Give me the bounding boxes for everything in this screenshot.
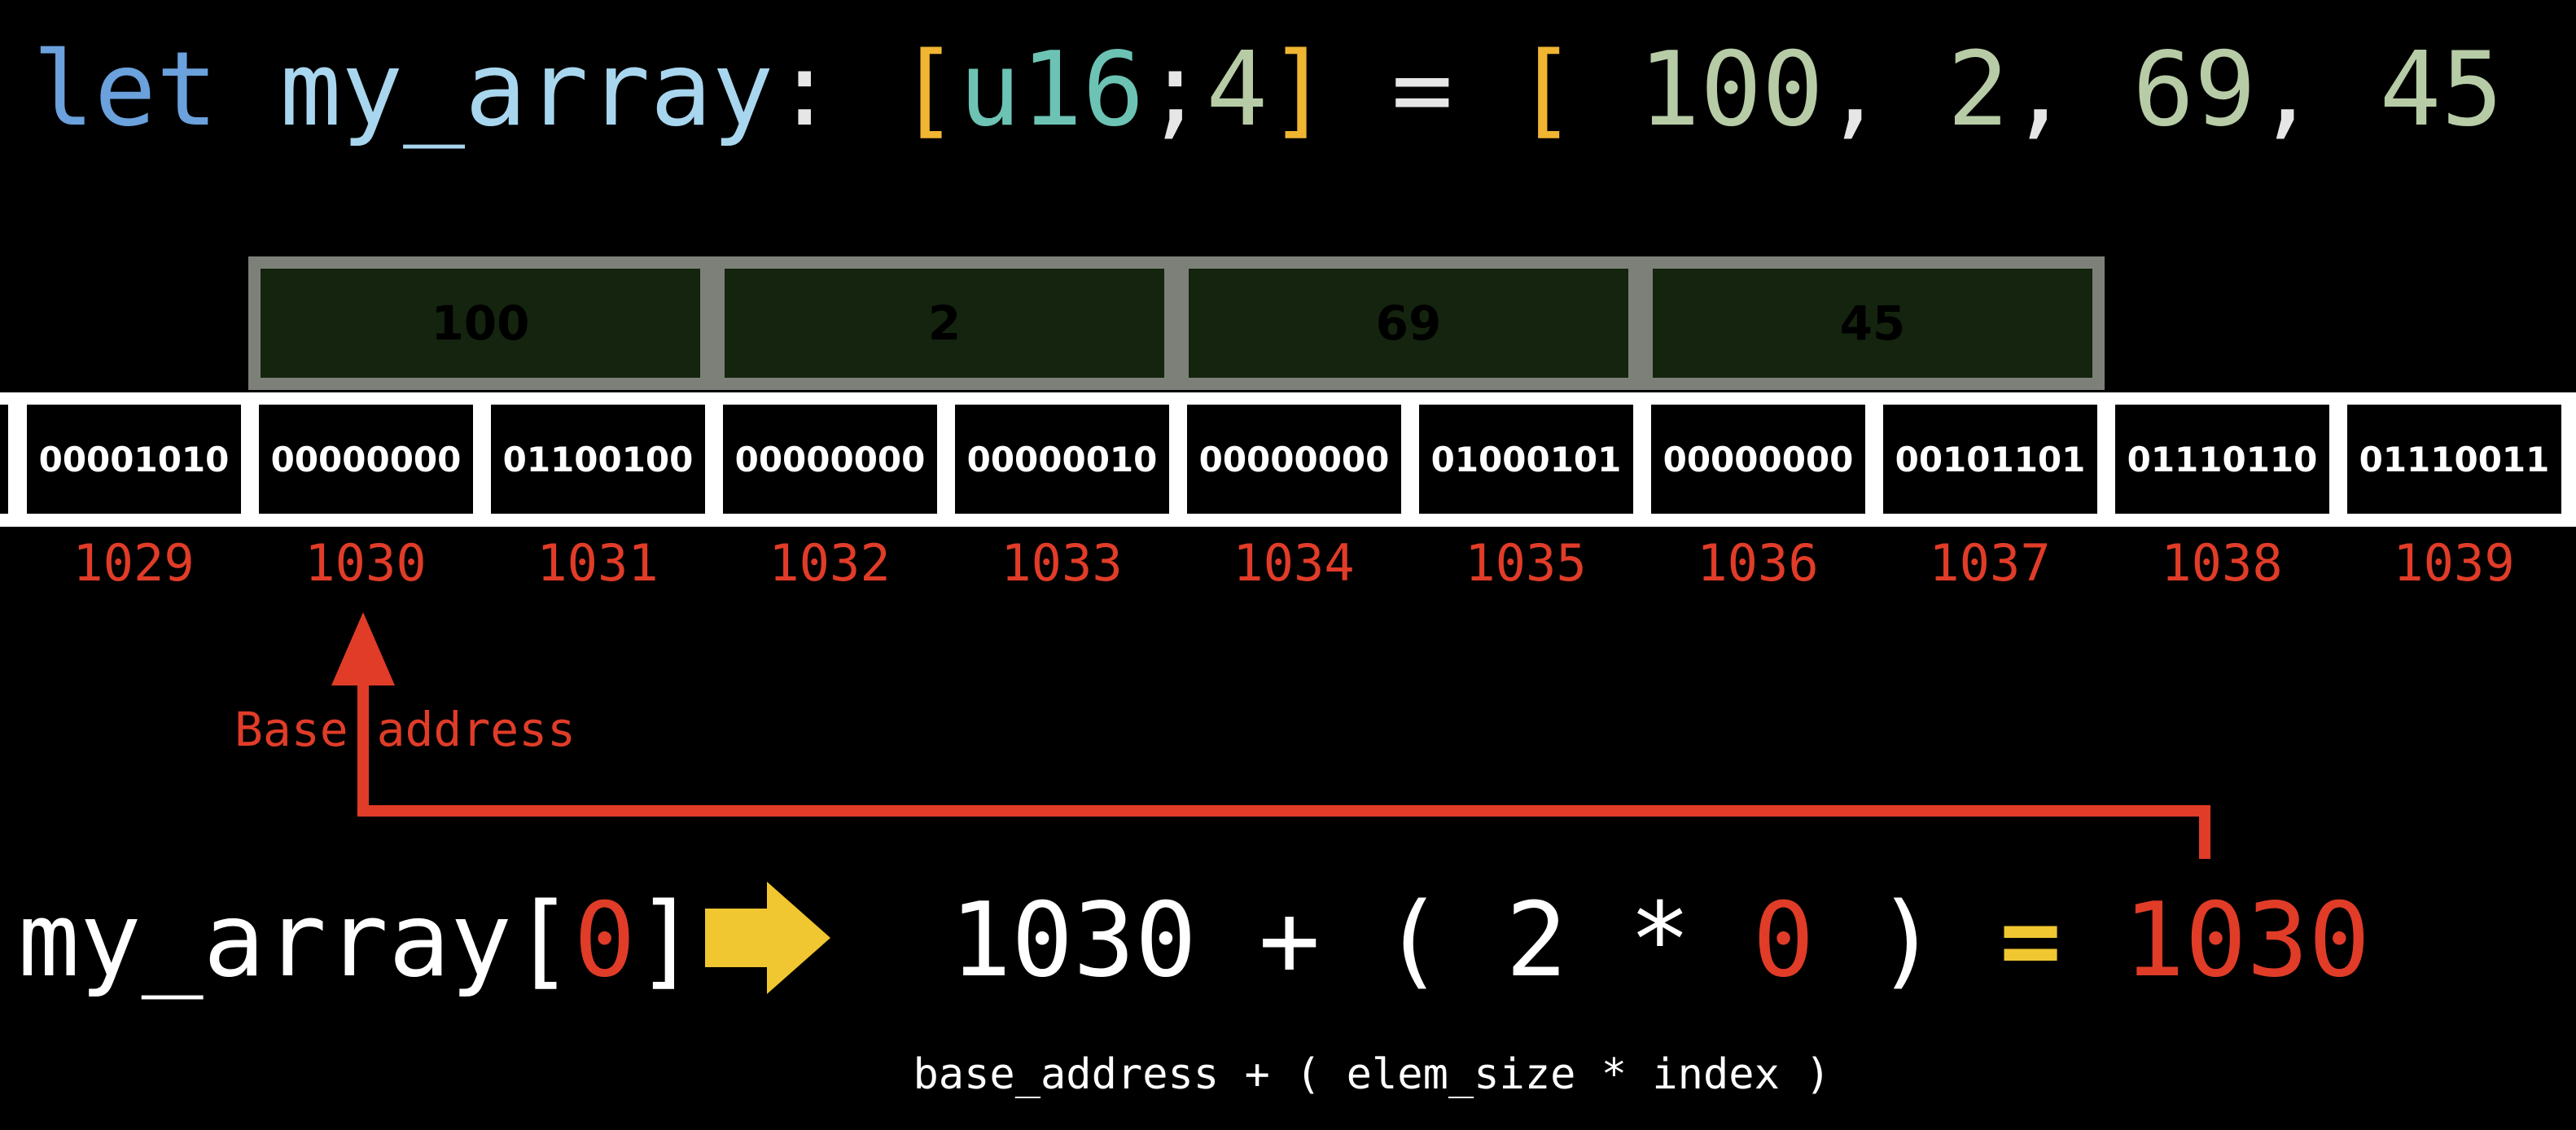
value-separator: ,: [2255, 29, 2318, 149]
value-separator: ,: [2009, 29, 2071, 149]
memory-byte-1035: 01000101: [1419, 405, 1633, 514]
value-3: 45: [2379, 29, 2504, 149]
expr-elem-size: 2: [1505, 880, 1568, 1000]
type-colon: :: [773, 29, 836, 149]
base-address-label: Base address: [234, 702, 576, 757]
element-type: u16: [958, 29, 1145, 149]
memory-byte-1032: 00000000: [723, 405, 937, 514]
array-element-0: 100: [248, 256, 712, 390]
memory-byte-1033: 00000010: [955, 405, 1169, 514]
memory-byte-1031: 01100100: [491, 405, 705, 514]
address-label-1036: 1036: [1697, 533, 1819, 593]
address-label-1034: 1034: [1233, 533, 1355, 593]
address-label-1029: 1029: [72, 533, 195, 593]
expr-close-paren: ): [1876, 880, 1939, 1000]
base-address-arrowhead-icon: [331, 612, 395, 685]
assign-equals: =: [1391, 29, 1453, 149]
array-element-2: 69: [1176, 256, 1641, 390]
memory-byte-1036: 00000000: [1651, 405, 1865, 514]
address-label-1030: 1030: [304, 533, 427, 593]
value-1: 2: [1947, 29, 2009, 149]
address-label-1033: 1033: [1001, 533, 1123, 593]
yellow-right-arrow-icon: [705, 882, 830, 994]
memory-byte-1034: 00000000: [1187, 405, 1401, 514]
base-address-connector-arrow: [357, 676, 2210, 859]
memory-byte-1030: 00000000: [259, 405, 473, 514]
array-length: 4: [1206, 29, 1268, 149]
memory-byte-1037: 00101101: [1883, 405, 2097, 514]
expr-times: *: [1628, 880, 1691, 1000]
memory-cell-partial: [0, 405, 8, 514]
expr-open-paren: (: [1382, 880, 1444, 1000]
memory-byte-1029: 00001010: [27, 405, 241, 514]
expr-array-name: my_array[: [18, 880, 574, 1000]
type-close-bracket: ]: [1268, 29, 1330, 149]
expr-close-bracket: ]: [635, 880, 698, 1000]
value-2: 69: [2132, 29, 2256, 149]
address-formula: base_address + ( elem_size * index ): [913, 1050, 1831, 1099]
address-label-1038: 1038: [2161, 533, 2283, 593]
type-semicolon: ;: [1144, 29, 1207, 149]
expr-equals: =: [2000, 880, 2061, 1000]
memory-byte-1038: 01110110: [2115, 405, 2329, 514]
expr-index-value: 0: [1752, 880, 1815, 1000]
array-element-1: 2: [712, 256, 1176, 390]
address-label-1037: 1037: [1929, 533, 2051, 593]
values-open-bracket: [: [1514, 29, 1577, 149]
address-label-1031: 1031: [537, 533, 659, 593]
address-label-1035: 1035: [1465, 533, 1587, 593]
type-open-bracket: [: [897, 29, 959, 149]
value-0: 100: [1638, 29, 1824, 149]
expr-index: 0: [573, 880, 636, 1000]
address-label-1039: 1039: [2393, 533, 2515, 593]
array-element-3: 45: [1641, 256, 2105, 390]
index-expression: my_array[0]1030 + ( 2 * 0 ) = 1030: [18, 871, 2370, 1010]
expr-plus: +: [1258, 880, 1321, 1000]
value-separator: ,: [1823, 29, 1886, 149]
expr-base-address: 1030: [949, 880, 1197, 1000]
values-close-bracket: ]: [2565, 29, 2576, 149]
array-declaration: let my_array: [u16;4] = [ 100, 2, 69, 45…: [33, 16, 2576, 163]
expr-result: 1030: [2123, 880, 2371, 1000]
array-identifier: my_array: [279, 29, 774, 149]
keyword-let: let: [33, 29, 218, 149]
array-elements: 100 2 69 45: [248, 256, 2109, 390]
memory-byte-1039: 01110011: [2347, 405, 2561, 514]
address-label-1032: 1032: [769, 533, 891, 593]
